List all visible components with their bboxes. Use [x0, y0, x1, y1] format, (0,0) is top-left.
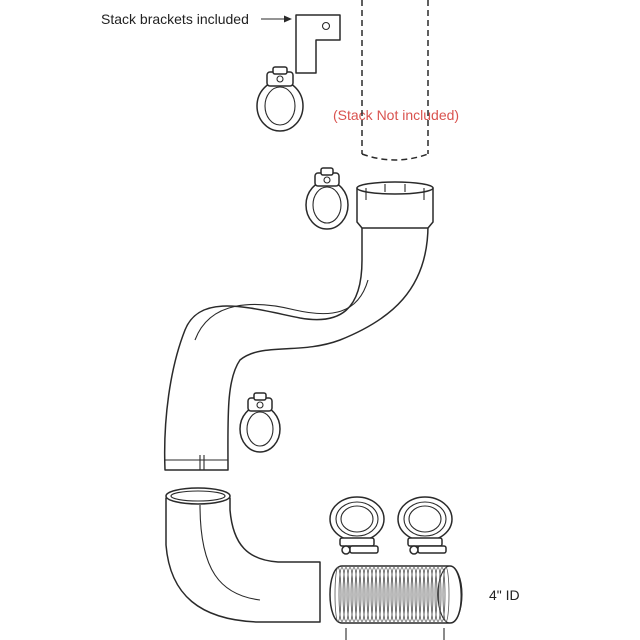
hose-rib: [414, 567, 422, 622]
hose-rib: [354, 567, 362, 622]
hose-rib: [374, 567, 382, 622]
hose-rib: [350, 567, 358, 622]
band-clamp-icon: [305, 167, 349, 230]
hose-rib: [394, 567, 402, 622]
hose-rib: [402, 567, 410, 622]
hose-rib: [358, 567, 366, 622]
band-clamp-icon: [239, 392, 281, 453]
flex-hose: [329, 565, 463, 640]
stack-brackets-label: Stack brackets included: [101, 11, 249, 27]
hose-rib: [422, 567, 430, 622]
s-bend-pipe: [163, 181, 434, 471]
hose-rib: [406, 567, 414, 622]
hose-rib: [430, 567, 438, 622]
hose-rib: [398, 567, 406, 622]
hose-clamp-icon: [329, 496, 385, 555]
hose-rib: [346, 567, 354, 622]
hose-rib: [434, 567, 442, 622]
lower-elbow-pipe: [165, 487, 321, 623]
hose-id-label: 4" ID: [489, 587, 520, 603]
stack-pipe-outline: [361, 0, 429, 161]
hose-rib: [382, 567, 390, 622]
arrow-right-icon: [261, 15, 292, 23]
hose-clamp-icon: [397, 496, 453, 555]
hose-rib: [442, 567, 450, 622]
hose-rib: [362, 567, 370, 622]
hose-rib: [366, 567, 374, 622]
hose-rib: [338, 567, 346, 622]
hose-rib: [378, 567, 386, 622]
hose-rib: [370, 567, 378, 622]
hose-rib: [438, 567, 446, 622]
hose-rib: [410, 567, 418, 622]
hose-rib: [334, 567, 342, 622]
hose-rib: [418, 567, 426, 622]
hose-rib: [426, 567, 434, 622]
stack-bracket-icon: [295, 14, 341, 74]
hose-rib: [342, 567, 350, 622]
hose-rib: [386, 567, 394, 622]
hose-rib: [390, 567, 398, 622]
band-clamp-icon: [256, 66, 304, 132]
